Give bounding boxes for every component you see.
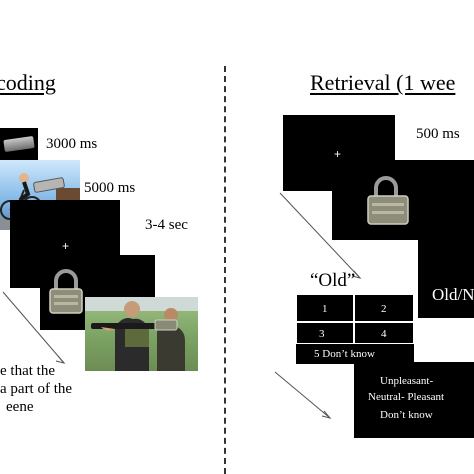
valence-line-1: Unpleasant-: [380, 376, 433, 387]
valence-line-3: Don’t know: [380, 410, 433, 421]
valence-line-2: Neutral- Pleasant: [368, 392, 444, 403]
retrieval-valence-screen: Unpleasant- Neutral- Pleasant Don’t know: [354, 362, 474, 438]
